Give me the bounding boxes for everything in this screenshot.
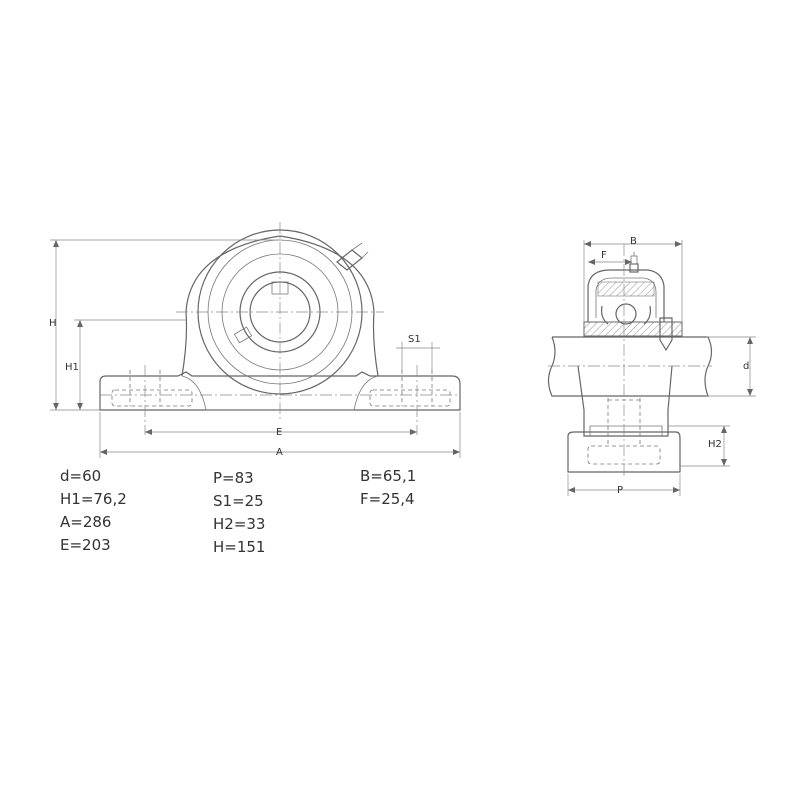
front-pedestal-right bbox=[353, 375, 379, 411]
spec-e: E=203 bbox=[60, 536, 111, 554]
spec-p: P=83 bbox=[213, 469, 254, 487]
side-bearing-ball bbox=[615, 303, 637, 325]
dim-label-H1: H1 bbox=[65, 362, 79, 373]
side-pedestal bbox=[577, 365, 673, 437]
dim-label-H: H bbox=[49, 318, 57, 329]
side-seal-left bbox=[601, 305, 609, 325]
front-dimensions bbox=[50, 239, 461, 458]
spec-column-2: P=83 S1=25 H2=33 H=151 bbox=[213, 467, 265, 559]
spec-b: B=65,1 bbox=[360, 467, 417, 485]
spec-h1: H1=76,2 bbox=[60, 490, 127, 508]
side-base bbox=[567, 431, 681, 473]
spec-h: H=151 bbox=[213, 538, 266, 556]
dim-label-S1: S1 bbox=[408, 334, 421, 345]
dim-label-H2: H2 bbox=[708, 439, 722, 450]
spec-column-3: B=65,1 F=25,4 bbox=[360, 465, 416, 511]
front-grease-nipple bbox=[336, 242, 369, 271]
front-right-slot bbox=[369, 389, 451, 407]
side-set-screw bbox=[659, 317, 673, 352]
front-housing-outline bbox=[181, 235, 379, 377]
side-housing-hatch-top bbox=[597, 281, 655, 297]
spec-d: d=60 bbox=[60, 467, 102, 485]
side-inner-ring-hatch bbox=[583, 321, 683, 337]
side-cap-inner bbox=[595, 277, 657, 318]
spec-s1: S1=25 bbox=[213, 492, 264, 510]
dim-label-P: P bbox=[617, 485, 623, 496]
dim-label-E: E bbox=[276, 427, 282, 438]
side-shaft bbox=[547, 336, 713, 397]
side-view bbox=[547, 244, 713, 478]
dim-label-A: A bbox=[276, 447, 283, 458]
spec-f: F=25,4 bbox=[360, 490, 415, 508]
side-seal-right bbox=[643, 305, 651, 325]
spec-column-1: d=60 H1=76,2 A=286 E=203 bbox=[60, 465, 127, 557]
side-housing-cap bbox=[587, 269, 665, 322]
front-pedestal-left bbox=[181, 375, 207, 411]
spec-a: A=286 bbox=[60, 513, 112, 531]
dim-label-d: d bbox=[743, 361, 749, 372]
dim-label-F: F bbox=[601, 250, 607, 261]
side-base-boss bbox=[589, 425, 663, 436]
front-view bbox=[99, 222, 461, 435]
front-left-slot bbox=[111, 389, 193, 407]
dim-label-B: B bbox=[630, 236, 637, 247]
spec-h2: H2=33 bbox=[213, 515, 266, 533]
front-set-screw-left bbox=[233, 326, 253, 344]
side-dimensions bbox=[567, 240, 756, 496]
front-base-outline bbox=[99, 371, 461, 411]
side-grease-nipple bbox=[629, 252, 639, 273]
